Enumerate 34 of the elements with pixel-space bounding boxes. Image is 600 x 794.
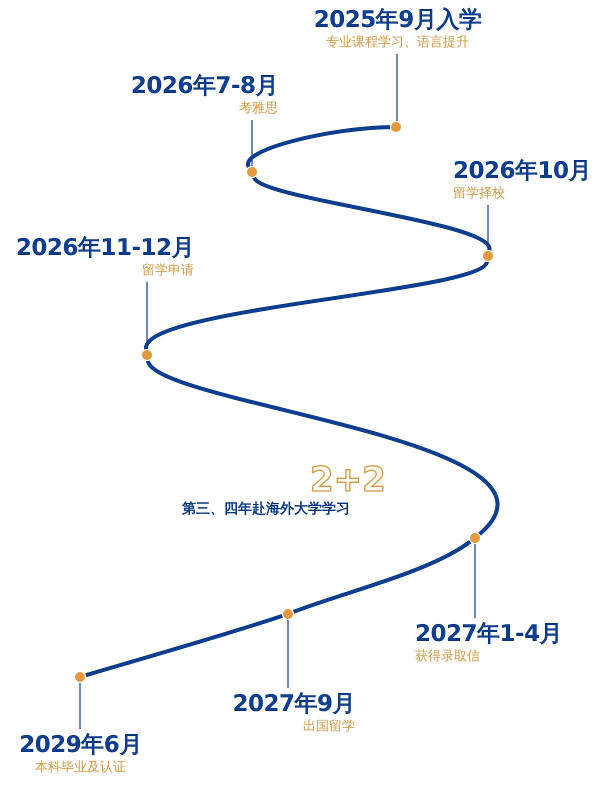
- milestone-date: 2026年11-12月: [14, 234, 194, 262]
- leader-line: [474, 544, 476, 618]
- milestone-dot: [469, 532, 481, 544]
- milestone-date: 2029年6月: [18, 731, 143, 759]
- program-note: 第三、四年赴海外大学学习: [182, 500, 350, 518]
- leader-line: [287, 620, 289, 688]
- timeline-curve: [292, 540, 472, 614]
- milestone-date: 2027年1-4月: [415, 620, 564, 648]
- leader-line: [396, 54, 398, 121]
- milestone-dot: [282, 608, 294, 620]
- milestone-date: 2026年10月: [453, 157, 592, 185]
- milestone-description: 本科毕业及认证: [34, 759, 127, 777]
- timeline-curve: [246, 125, 390, 168]
- milestone-date: 2026年7-8月: [130, 72, 278, 100]
- milestone-description: 专业课程学习、语言提升: [325, 34, 470, 52]
- milestone-description: 留学择校: [453, 185, 506, 203]
- program-badge-text: 2+2: [310, 460, 386, 500]
- milestone-dot: [246, 166, 258, 178]
- milestone-date: 2025年9月入学: [312, 6, 482, 34]
- milestone-dot: [141, 349, 153, 361]
- timeline-curve: [146, 360, 498, 536]
- timeline-curve: [252, 176, 492, 251]
- milestone-dot: [482, 250, 494, 262]
- milestone-date: 2027年9月: [231, 690, 355, 718]
- milestone-description: 考雅思: [238, 100, 278, 118]
- milestone-description: 获得录取信: [415, 648, 481, 666]
- leader-line: [79, 683, 81, 729]
- milestone-dot: [390, 121, 402, 133]
- milestone-description: 留学申请: [141, 262, 194, 280]
- timeline-curve: [85, 614, 283, 678]
- milestone-description: 出国留学: [302, 718, 355, 736]
- leader-line: [251, 120, 253, 166]
- timeline-curve: [144, 260, 488, 350]
- milestone-dot: [74, 671, 86, 683]
